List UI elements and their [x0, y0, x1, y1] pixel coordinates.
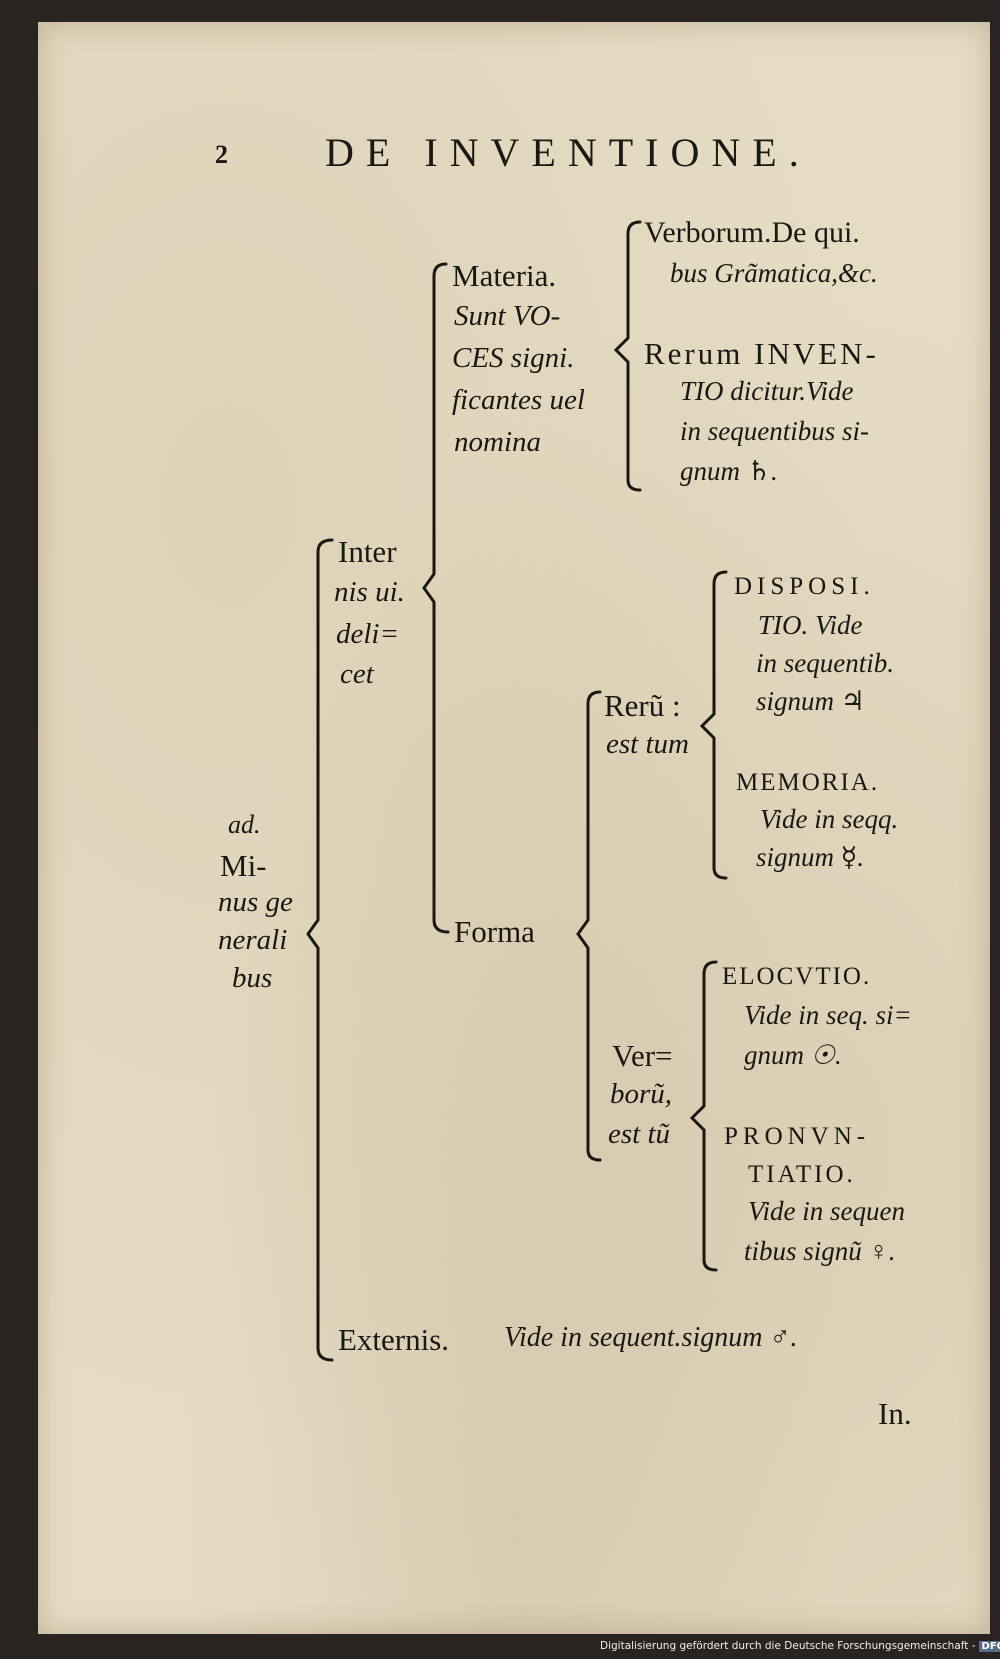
materia-line-4: ficantes uel — [452, 384, 585, 416]
catchword: In. — [878, 1396, 912, 1431]
rerum-materia-line-1: Rerum INVEN- — [644, 336, 879, 371]
internis-line-3: deli= — [336, 618, 400, 650]
forma-label: Forma — [454, 914, 535, 949]
rerum-materia-line-3: in sequentibus si- — [680, 416, 869, 446]
dispositio-line-3: in sequentib. — [756, 648, 894, 678]
root-line-1: ad. — [228, 810, 261, 839]
footer-text: Digitalisierung gefördert durch die Deut… — [600, 1640, 976, 1652]
internis-line-4: cet — [340, 658, 374, 690]
pronuntiatio-line-4: tibus signũ ♀. — [744, 1236, 896, 1266]
pronuntiatio-line-2: TIATIO. — [748, 1161, 856, 1188]
rerum-materia-line-4: gnum ♄. — [680, 456, 778, 486]
verborum-materia-line-1: Verborum.De qui. — [644, 216, 860, 249]
rerum-materia-line-2: TIO dicitur.Vide — [680, 376, 854, 406]
verborum-materia-line-2: bus Grãmatica,&c. — [670, 258, 878, 288]
materia-line-2: Sunt VO- — [454, 300, 561, 332]
rerum-forma-line-2: est tum — [606, 728, 689, 760]
root-line-2: Mi- — [220, 848, 267, 883]
verborum-forma-line-1: Ver= — [612, 1038, 673, 1073]
dispositio-line-2: TIO. Vide — [758, 610, 863, 640]
materia-line-3: CES signi. — [452, 342, 575, 374]
dispositio-line-1: DISPOSI. — [734, 573, 875, 600]
pronuntiatio-line-1: PRONVN- — [724, 1123, 871, 1150]
page-number: 2 — [215, 140, 228, 169]
root-line-5: bus — [232, 962, 273, 994]
running-title: DE INVENTIONE. — [325, 130, 811, 175]
book-page — [38, 22, 990, 1634]
digitization-footer: Digitalisierung gefördert durch die Deut… — [600, 1640, 1000, 1652]
memoria-line-1: MEMORIA. — [736, 769, 880, 796]
materia-line-1: Materia. — [452, 258, 557, 293]
root-line-3: nus ge — [218, 886, 293, 918]
elocutio-line-3: gnum ☉. — [744, 1040, 842, 1070]
pronuntiatio-line-3: Vide in sequen — [748, 1196, 905, 1226]
dfg-logo: DFG — [978, 1641, 1000, 1652]
rerum-forma-line-1: Rerũ : — [604, 688, 681, 723]
dispositio-line-4: signum ♃ — [756, 686, 865, 716]
verborum-forma-line-2: borũ, — [610, 1078, 673, 1110]
elocutio-line-2: Vide in seq. si= — [744, 1000, 912, 1030]
verborum-forma-line-3: est tũ — [608, 1118, 671, 1150]
memoria-line-2: Vide in seqq. — [760, 804, 899, 834]
internis-line-1: Inter — [338, 534, 397, 569]
internis-line-2: nis ui. — [334, 576, 405, 608]
elocutio-line-1: ELOCVTIO. — [722, 963, 872, 990]
memoria-line-3: signum ☿. — [756, 842, 865, 872]
root-line-4: nerali — [218, 924, 288, 956]
externis-note: Vide in sequent.signum ♂. — [504, 1322, 798, 1353]
externis-label: Externis. — [338, 1322, 450, 1357]
materia-line-5: nomina — [454, 426, 541, 458]
